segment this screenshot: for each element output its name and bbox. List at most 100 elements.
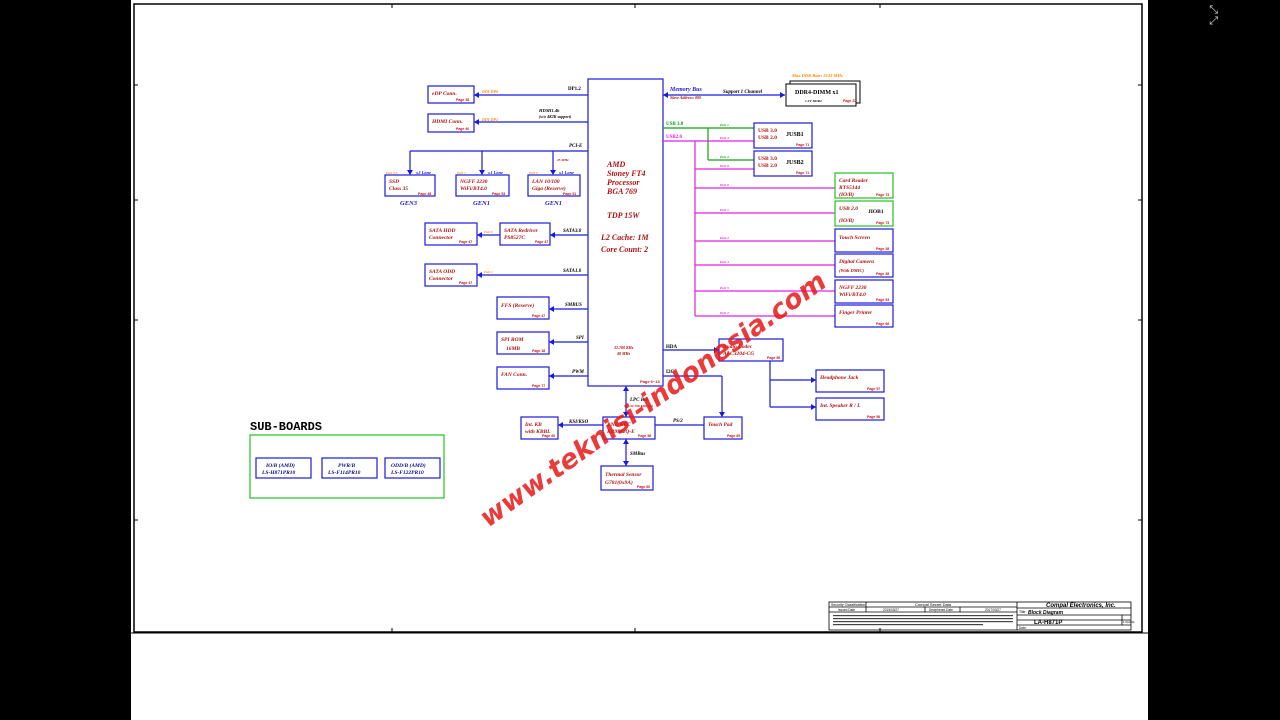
tb-company: Compal Electronics, Inc. xyxy=(1046,603,1116,609)
audio-codec-label-1: Audio Codec xyxy=(722,344,753,350)
kbc-box xyxy=(602,416,656,440)
camera-label-2: (With DMIC) xyxy=(839,268,864,273)
sata-hdd-label-1: SATA HDD xyxy=(429,228,455,234)
thermal-label-2: G781(0x9A) xyxy=(605,479,633,486)
hdmi-conn-box xyxy=(427,113,475,133)
speaker-label: Int. Speaker R / L xyxy=(819,403,861,409)
cpu-cache: L2 Cache: 1M xyxy=(600,233,649,242)
fan-conn-label: FAN Conn. xyxy=(501,372,527,378)
thermal-sensor-box xyxy=(600,465,654,491)
cpu-clock-1: 32.768 KHz xyxy=(613,345,634,350)
pwm-arrow xyxy=(549,373,554,379)
jusb1-page: Page 71 xyxy=(796,143,809,147)
jusb2-port20: Port 6 xyxy=(720,164,729,168)
int-kb-page: Page 60 xyxy=(542,434,555,438)
subboard-iob-l1: IO/B (AMD) xyxy=(265,462,295,469)
speaker-box xyxy=(815,397,885,421)
tb-security: Security Classification xyxy=(831,603,865,607)
ddr-title: DDR4-DIMM x1 xyxy=(795,90,839,96)
subboard-odd-l1: ODD/B (AMD) xyxy=(391,462,426,469)
ffs-box xyxy=(496,296,550,320)
subboard-iob xyxy=(255,457,312,479)
ngff-left-lane: x1 Lane xyxy=(487,170,503,175)
i2c-arrow xyxy=(719,412,725,417)
audio-codec-page: Page 56 xyxy=(767,356,780,360)
tb-secret: Compal Secret Data xyxy=(915,602,952,607)
schematic-sheet: AMD Stoney FT4 Processor BGA 769 TDP 15W… xyxy=(131,0,1148,720)
card-reader-label-3: (IO/B) xyxy=(839,191,854,198)
spi-rom-label-1: SPI ROM xyxy=(501,337,525,343)
subboard-pwr-l2: LS-F114PR10 xyxy=(327,470,361,476)
i2c-label: I2C xyxy=(666,370,674,375)
hda-arrow xyxy=(714,347,719,353)
iob-usb-box xyxy=(834,200,894,227)
touch-pad-label: Touch Pad xyxy=(708,422,733,428)
lan-lane: x1 Lane xyxy=(558,170,574,175)
int-kb-box xyxy=(520,416,559,440)
pwm-label: PWM xyxy=(572,370,585,375)
ngff-right-label-1: NGFF 2230 xyxy=(838,285,867,291)
memory-bus-label: Memory Bus xyxy=(669,87,703,93)
jusb1-box xyxy=(753,122,813,149)
ssd-label-1: SSD xyxy=(389,179,399,185)
jusb1-port20: Port 3 xyxy=(720,136,729,140)
tb-issued-label: Issued Date xyxy=(838,608,855,612)
sata-hdd-page: Page 47 xyxy=(459,240,472,244)
ngff-left-gen: GEN1 xyxy=(473,200,490,207)
tb-title: Block Diagram xyxy=(1028,610,1064,616)
cpu-box xyxy=(587,78,664,387)
cpu-page: Page 6~13 xyxy=(640,379,660,384)
touch-pad-box xyxy=(703,416,743,440)
iob-port: Port 1 xyxy=(720,208,729,212)
cpu-tdp: TDP 15W xyxy=(607,211,640,220)
touch-screen-label: Touch Screen xyxy=(839,235,870,241)
ssd-gen: GEN3 xyxy=(400,200,418,207)
headphone-jack-box xyxy=(815,369,885,393)
smbus-arrow xyxy=(549,306,554,312)
cpu-line-1: AMD xyxy=(606,160,625,169)
dp12-label: DP1.2 xyxy=(568,87,581,92)
sata3-label: SATA3.0 xyxy=(563,229,582,234)
cpu-clock-2: 48 MHz xyxy=(616,351,631,356)
lpc-arrow-down xyxy=(623,412,629,417)
finger-port: Port 7 xyxy=(720,311,729,315)
ddr-volt: 1.2V DDR4 xyxy=(805,99,822,103)
sata-hdd-box xyxy=(424,222,478,246)
lan-drop-arrow xyxy=(550,170,556,175)
jusb2-page: Page 71 xyxy=(796,171,809,175)
int-kb-label-2: with KBBL xyxy=(525,429,551,435)
tb-doc: LA-H871P xyxy=(1034,620,1062,626)
sata-redriver-box xyxy=(499,222,551,246)
kbc-label-1: ENE KBC xyxy=(606,422,631,428)
iob-usb-label-2: (IO/B) xyxy=(839,217,854,224)
cpu-line-3: Processor xyxy=(607,178,640,187)
exit-fullscreen-icon[interactable]: ⤡⤢ xyxy=(1209,3,1218,27)
sata-odd-label-1: SATA ODD xyxy=(429,269,455,275)
support-channel-label: Support 1 Channel xyxy=(723,90,763,95)
audio-codec-label-2: ALC3204-CG xyxy=(722,351,754,357)
smbus2-label: SMBus xyxy=(630,452,645,457)
card-reader-label-2: RTS5144 xyxy=(838,185,860,191)
iob-usb-label-1: USB 2.0 xyxy=(839,206,858,212)
ssd-port: Port 2,3 xyxy=(386,171,398,175)
lan-gen: GEN1 xyxy=(545,200,562,207)
subboard-pwr xyxy=(321,457,378,479)
subboards-frame xyxy=(249,434,445,499)
sata-odd-label-2: Connector xyxy=(429,276,454,282)
ngff-right-label-2: WiFi/BT4.0 xyxy=(839,292,866,298)
touch-port: Port 2 xyxy=(720,236,729,240)
jusb2-port30: Port 2 xyxy=(720,155,729,159)
lan-page: Page 51 xyxy=(563,192,576,196)
touch-pad-page: Page 65 xyxy=(727,434,740,438)
cpu-cores: Core Count: 2 xyxy=(601,245,648,254)
ngff-left-page: Page 53 xyxy=(492,192,505,196)
jusb1-label-1: USB 3.0 xyxy=(758,128,777,134)
sata-odd-port: Port 1 xyxy=(484,270,493,274)
subboard-pwr-l1: PWR/B xyxy=(338,463,355,469)
tb-date-label: Date: xyxy=(1019,626,1027,630)
tb-deciphered-date: 2017/03/27 xyxy=(985,608,1001,612)
iob-usb-page: Page 73 xyxy=(876,221,889,225)
usb30-label: USB 3.0 xyxy=(666,122,684,127)
ddi-dp1-label: DDI-DP1 xyxy=(481,117,498,122)
memory-arrow-left xyxy=(663,92,668,98)
